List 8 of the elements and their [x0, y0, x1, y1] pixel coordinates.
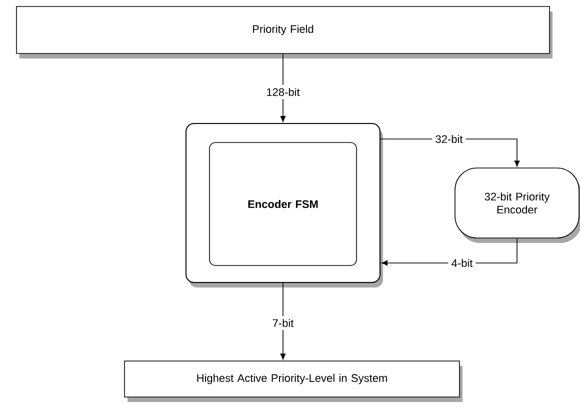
encoder-box: 32-bit Priority Encoder — [454, 168, 580, 243]
output-box: Highest Active Priority-Level in System — [124, 360, 462, 402]
edge-label: 32-bit — [432, 132, 466, 146]
field-box: Priority Field — [16, 6, 552, 58]
state-machine-box: Encoder FSM — [209, 142, 357, 266]
edge-label: 7-bit — [269, 316, 297, 330]
edge-label: 128-bit — [263, 84, 303, 100]
edge-label: 4-bit — [448, 256, 476, 270]
